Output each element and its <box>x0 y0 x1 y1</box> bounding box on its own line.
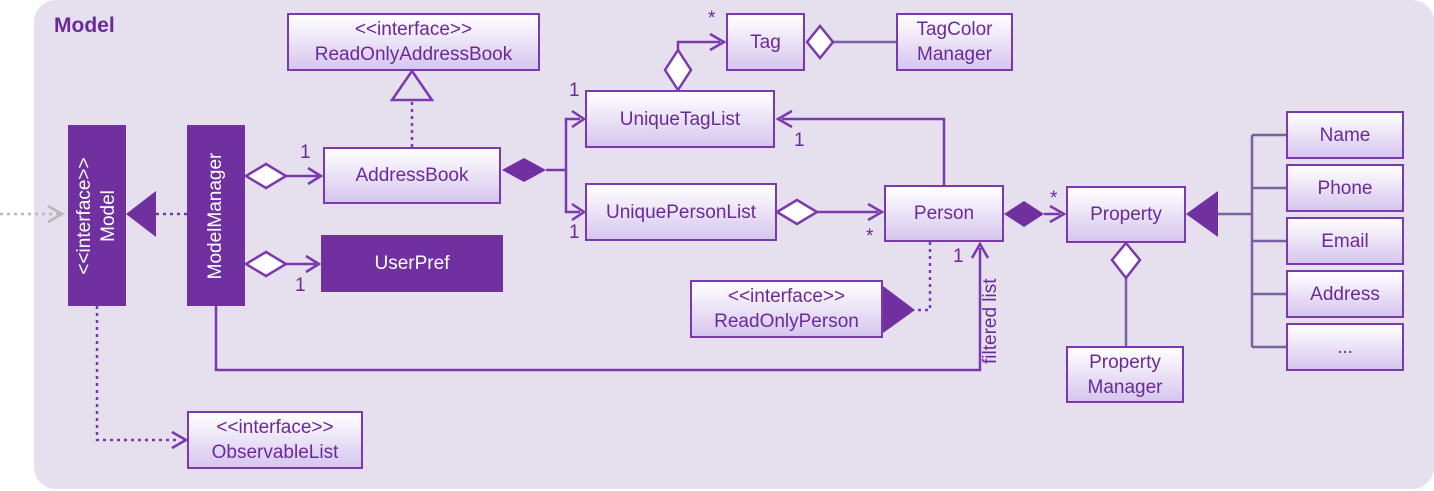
address-book-name: AddressBook <box>355 165 469 186</box>
name-class-name: Name <box>1319 124 1371 146</box>
address-book-box[interactable]: AddressBook <box>323 147 501 204</box>
observable-list-stereotype: <<interface>> <box>216 417 334 438</box>
property-manager-line2: Manager <box>1087 376 1163 398</box>
filtered-list-arrowhead <box>970 241 990 259</box>
tag-color-manager-line2: Manager <box>917 44 992 65</box>
addressbook-multiplicity: 1 <box>300 142 311 163</box>
tag-color-manager-line1: TagColor <box>916 19 993 40</box>
property-manager-box[interactable]: Property Manager <box>1066 346 1184 403</box>
userpref-aggregation-diamond <box>243 250 289 278</box>
read-only-address-book-stereotype: <<interface>> <box>354 19 473 40</box>
person-composition-diamond <box>1004 201 1044 227</box>
package-title: Model <box>54 14 115 37</box>
userpref-multiplicity: 1 <box>295 275 306 296</box>
uniquepersonlist-multiplicity: 1 <box>569 222 580 243</box>
tag-name: Tag <box>750 31 781 53</box>
addressbook-uniquepersonlist-line <box>564 170 580 214</box>
observable-list-name: ObservableList <box>211 442 339 463</box>
person-name: Person <box>913 203 975 224</box>
model-realization-triangle <box>126 191 156 237</box>
uniquetaglist-left-multiplicity: 1 <box>569 80 580 101</box>
tag-color-manager-box[interactable]: TagColor Manager <box>896 13 1013 71</box>
person-uniquetaglist-line <box>782 117 946 185</box>
person-one-multiplicity: 1 <box>953 246 964 267</box>
person-arrowhead <box>867 202 885 222</box>
uniquetaglist-aggregation-diamond <box>663 47 693 93</box>
person-many-multiplicity: * <box>866 226 874 247</box>
tag-box[interactable]: Tag <box>726 13 805 71</box>
phone-class-name: Phone <box>1317 177 1373 199</box>
read-only-address-book-box[interactable]: <<interface>> ReadOnlyAddressBook <box>287 13 540 71</box>
readonlyaddressbook-realization-triangle <box>389 68 435 102</box>
property-multiplicity: * <box>1050 188 1058 209</box>
name-box[interactable]: Name <box>1286 111 1404 159</box>
more-box[interactable]: ... <box>1286 323 1404 371</box>
model-observablelist-dependency-line <box>95 306 180 442</box>
more-class-name: ... <box>1337 336 1353 358</box>
userpref-arrowhead <box>305 254 322 274</box>
email-class-name: Email <box>1321 230 1369 252</box>
read-only-person-stereotype: <<interface>> <box>727 286 846 307</box>
filtered-list-line <box>214 248 982 372</box>
unique-tag-list-box[interactable]: UniqueTagList <box>585 90 775 148</box>
user-pref-box[interactable]: UserPref <box>321 235 503 292</box>
model-interface-box[interactable]: <<interface>> Model <box>68 125 126 306</box>
external-dependency-arrowhead <box>47 204 65 224</box>
address-class-name: Address <box>1310 283 1380 305</box>
person-realization-line <box>916 242 932 312</box>
addressbook-composition-diamond <box>502 158 546 182</box>
tag-multiplicity: * <box>708 8 716 29</box>
property-name: Property <box>1090 204 1162 225</box>
model-manager-box[interactable]: ModelManager <box>187 125 245 306</box>
unique-tag-list-name: UniqueTagList <box>619 108 741 130</box>
addressbook-aggregation-diamond <box>243 162 289 190</box>
property-generalization-triangle <box>1186 191 1218 237</box>
unique-person-list-name: UniquePersonList <box>606 201 756 223</box>
read-only-person-box[interactable]: <<interface>> ReadOnlyPerson <box>690 280 883 338</box>
tag-arrowhead <box>709 32 727 52</box>
filtered-list-label: filtered list <box>980 278 1001 364</box>
uniquetaglist-tag-line <box>676 40 720 50</box>
uniquetaglist-back-arrowhead <box>775 109 793 129</box>
observablelist-arrowhead <box>171 430 189 450</box>
uniquepersonlist-aggregation-diamond <box>774 198 820 226</box>
readonlyperson-realization-triangle <box>883 286 915 333</box>
address-box[interactable]: Address <box>1286 270 1404 318</box>
unique-person-list-box[interactable]: UniquePersonList <box>585 183 777 241</box>
uniquepersonlist-arrowhead <box>571 202 587 222</box>
tag-aggregation-diamond <box>805 24 835 60</box>
uniquetaglist-arrowhead <box>571 109 587 129</box>
property-manager-line1: Property <box>1089 351 1161 373</box>
person-box[interactable]: Person <box>884 185 1004 242</box>
property-arrowhead <box>1049 204 1067 224</box>
read-only-person-name: ReadOnlyPerson <box>714 311 859 332</box>
email-box[interactable]: Email <box>1286 217 1404 265</box>
addressbook-arrowhead <box>307 166 324 186</box>
phone-box[interactable]: Phone <box>1286 164 1404 212</box>
addressbook-uniquetaglist-line <box>546 117 580 172</box>
property-box[interactable]: Property <box>1066 186 1186 243</box>
read-only-address-book-name: ReadOnlyAddressBook <box>314 44 513 65</box>
user-pref-name: UserPref <box>374 253 450 274</box>
property-aggregation-diamond <box>1110 241 1142 281</box>
model-package-frame <box>34 0 1434 489</box>
uniquetaglist-right-multiplicity: 1 <box>794 130 805 151</box>
